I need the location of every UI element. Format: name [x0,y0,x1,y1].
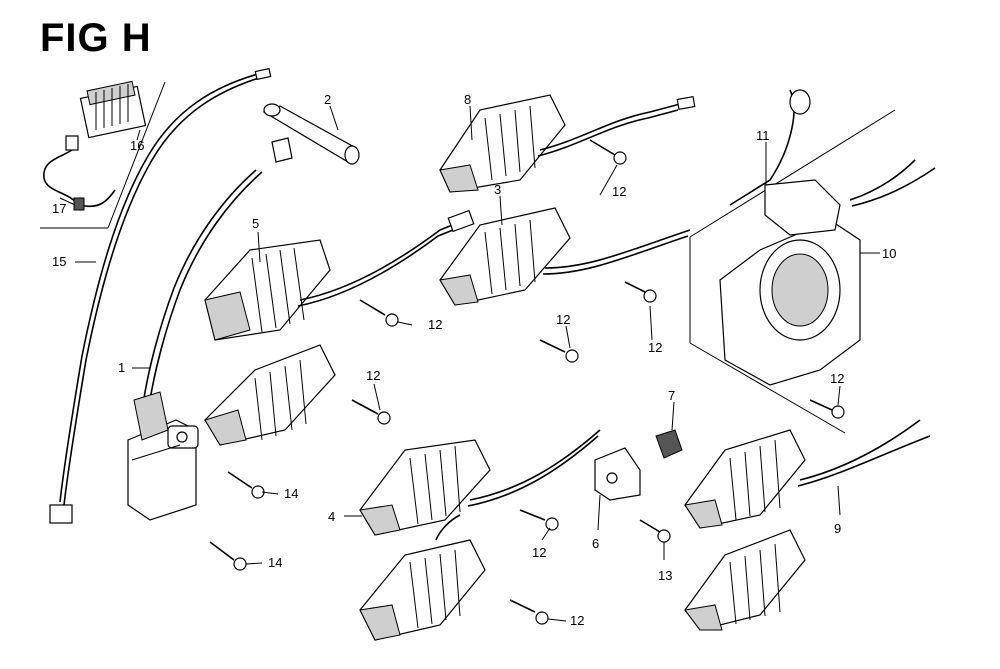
callout-14b: 14 [268,555,282,570]
bolt-icon[interactable] [519,509,559,531]
callout-labels: 2 8 3 5 12 12 12 12 12 12 12 12 16 17 15… [52,92,896,628]
callout-15: 15 [52,254,66,269]
callout-11: 11 [756,128,770,143]
charge-coil-bottom[interactable] [359,514,486,641]
charge-coil-8[interactable] [439,94,696,193]
bolt-icon[interactable] [539,339,579,363]
bolt-icon[interactable] [509,599,549,625]
bolt-icon[interactable] [589,139,627,165]
callout-12a: 12 [612,184,626,199]
clamp-part[interactable] [655,429,683,459]
bolt-icon[interactable] [209,541,247,571]
wire-harness-part[interactable] [49,67,272,524]
callout-10: 10 [882,246,896,261]
bolt-icon[interactable] [227,471,265,499]
ignition-coil-part[interactable] [127,169,263,521]
charge-coil-9[interactable] [684,419,931,631]
callout-12d: 12 [556,312,570,327]
callout-13: 13 [658,568,672,583]
charge-coil-3[interactable] [439,207,691,306]
callout-14a: 14 [284,486,298,501]
callout-3: 3 [494,182,501,197]
bolt-icon[interactable] [639,519,671,543]
figure-title: FIG H [40,16,152,60]
callout-12c: 12 [648,340,662,355]
bolt-icon[interactable] [351,399,391,425]
leader-lines [59,105,880,622]
bolts [209,139,845,625]
callout-1: 1 [118,360,125,375]
bolt-icon[interactable] [809,399,845,419]
callout-7: 7 [668,388,675,403]
callout-6: 6 [592,536,599,551]
callout-12f: 12 [830,371,844,386]
callout-2: 2 [324,92,331,107]
frame-lines [40,81,896,434]
callout-5: 5 [252,216,259,231]
callout-9: 9 [834,521,841,536]
callout-8: 8 [464,92,471,107]
regulator-rectifier-part[interactable] [43,80,147,211]
callout-12b: 12 [428,317,442,332]
bolt-icon[interactable] [624,281,657,303]
callout-12e: 12 [366,368,380,383]
callout-12g: 12 [532,545,546,560]
bolt-icon[interactable] [359,299,399,327]
callout-16: 16 [130,138,144,153]
bracket-part[interactable] [594,447,641,501]
callout-4: 4 [328,509,335,524]
charge-coil-4[interactable] [359,429,601,536]
exciter-coil-5[interactable] [204,209,475,341]
callout-17: 17 [52,201,66,216]
spark-plug-cap-part[interactable] [262,103,360,165]
stator-plate-part[interactable] [719,89,936,386]
callout-12h: 12 [570,613,584,628]
exciter-coil-lower-left[interactable] [204,344,336,446]
